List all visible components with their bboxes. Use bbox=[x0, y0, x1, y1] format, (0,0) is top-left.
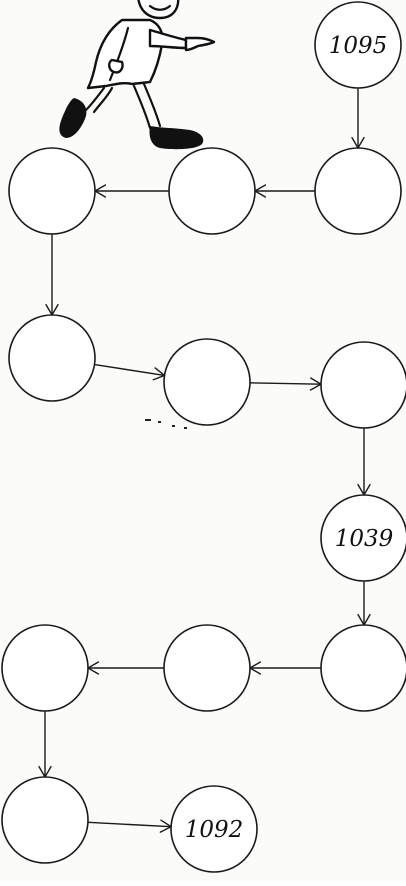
edge-n1-n2 bbox=[351, 88, 365, 150]
node-n11 bbox=[1, 624, 89, 712]
node-circle bbox=[1, 776, 89, 864]
runner-front-leg bbox=[132, 82, 162, 130]
edge-n5-n6 bbox=[94, 363, 166, 381]
node-circle bbox=[8, 147, 96, 235]
edge-n7-n8 bbox=[357, 428, 371, 497]
node-n2 bbox=[314, 147, 402, 235]
node-circle bbox=[320, 624, 406, 712]
node-label: 1039 bbox=[335, 526, 394, 552]
node-label: 1092 bbox=[185, 817, 244, 843]
node-circle bbox=[314, 1, 402, 89]
node-circle bbox=[170, 785, 258, 873]
edge-n4-n5 bbox=[45, 234, 59, 317]
node-n3 bbox=[168, 147, 256, 235]
node-n4 bbox=[8, 147, 96, 235]
edge-n3-n4 bbox=[93, 184, 169, 198]
runner-coat-seam bbox=[108, 26, 130, 82]
runner-arm bbox=[148, 28, 188, 50]
speck bbox=[172, 425, 175, 427]
connector-line bbox=[87, 821, 172, 828]
runner-back-shoe bbox=[59, 98, 87, 138]
edge-n10-n11 bbox=[86, 661, 164, 675]
node-circle bbox=[8, 314, 96, 402]
edge-n2-n3 bbox=[253, 184, 315, 198]
speck bbox=[145, 419, 151, 421]
runner-back-hand bbox=[108, 58, 124, 74]
edge-n12-n13 bbox=[87, 819, 173, 833]
node-n7 bbox=[320, 341, 406, 429]
node-n5 bbox=[8, 314, 96, 402]
runner-pointing-hand bbox=[184, 36, 216, 52]
speck bbox=[158, 421, 161, 423]
connector-line bbox=[94, 363, 165, 377]
node-circle bbox=[168, 147, 256, 235]
edge-n6-n7 bbox=[249, 377, 323, 391]
runner-back-leg bbox=[84, 86, 114, 114]
running-man-pointing-icon bbox=[59, 0, 216, 150]
node-n6 bbox=[163, 338, 251, 426]
node-n13: 1092 bbox=[170, 785, 258, 873]
node-n1: 1095 bbox=[314, 1, 402, 89]
node-circle bbox=[314, 147, 402, 235]
runner-front-shoe bbox=[149, 126, 204, 150]
node-n10 bbox=[163, 624, 251, 712]
node-circle bbox=[163, 338, 251, 426]
connector-line bbox=[249, 382, 322, 385]
node-n12 bbox=[1, 776, 89, 864]
node-circle bbox=[163, 624, 251, 712]
runner-face-detail bbox=[148, 4, 172, 11]
edge-n11-n12 bbox=[38, 711, 52, 779]
node-label: 1095 bbox=[329, 33, 388, 59]
edge-n9-n10 bbox=[248, 661, 321, 675]
pencil-specks bbox=[145, 419, 187, 429]
node-n9 bbox=[320, 624, 406, 712]
node-circle bbox=[320, 494, 406, 582]
edge-n8-n9 bbox=[357, 581, 371, 627]
node-circle bbox=[320, 341, 406, 429]
speck bbox=[184, 427, 187, 429]
node-n8: 1039 bbox=[320, 494, 406, 582]
node-circle bbox=[1, 624, 89, 712]
